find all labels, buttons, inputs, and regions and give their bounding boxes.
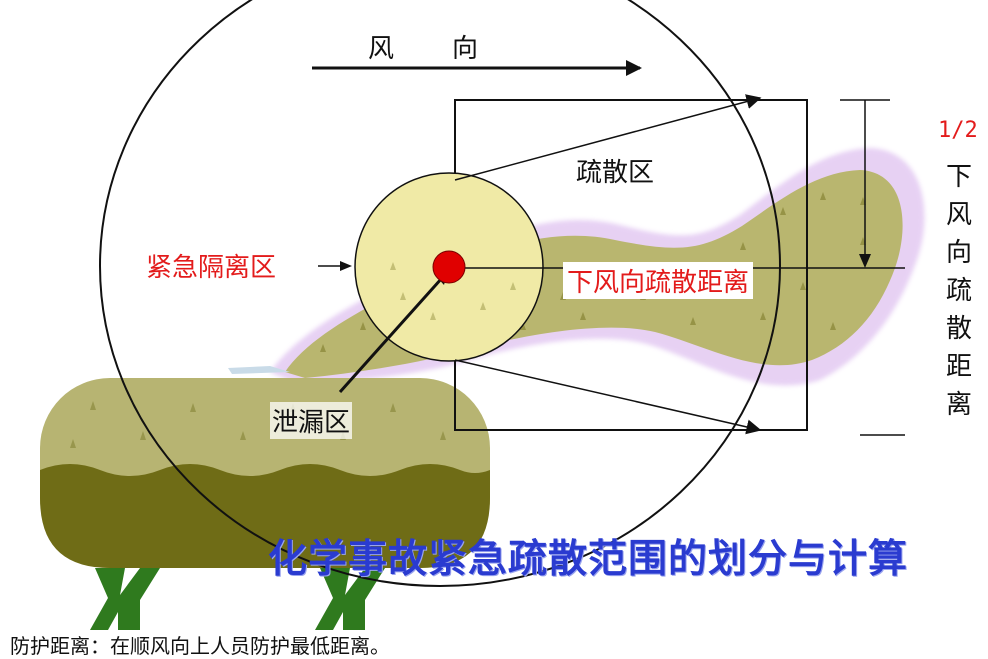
leak-zone-label: 泄漏区 xyxy=(270,402,353,439)
storage-tank xyxy=(40,378,490,568)
dimension-arrowhead xyxy=(859,254,871,268)
funnel-bottom-line xyxy=(454,359,762,435)
isolation-pointer-head xyxy=(340,261,352,271)
protection-circle xyxy=(99,0,781,587)
footnote: 防护距离：在顺风向上人员防护最低距离。 xyxy=(10,634,390,658)
side-char: 散 xyxy=(945,314,972,344)
half-ratio-label: 1/2 xyxy=(938,118,978,143)
diagram-title: 化学事故紧急疏散范围的划分与计算 xyxy=(268,537,909,582)
side-char: 向 xyxy=(945,238,972,268)
side-char: 下 xyxy=(945,162,972,192)
funnel-top-line xyxy=(454,94,762,181)
leak-pointer xyxy=(338,276,444,394)
wind-direction-label: 风向 xyxy=(368,34,481,64)
side-char: 疏 xyxy=(945,276,972,306)
side-char: 风 xyxy=(945,200,972,230)
isolation-texture xyxy=(390,262,516,320)
side-char: 距 xyxy=(945,352,972,382)
tank-legs xyxy=(90,568,385,630)
evacuation-zone-label: 疏散区 xyxy=(576,158,655,188)
wind-arrowhead xyxy=(626,60,642,76)
side-char: 离 xyxy=(945,390,972,420)
leak-point xyxy=(432,250,466,284)
puddle xyxy=(228,366,290,374)
downwind-distance-label: 下风向疏散距离 xyxy=(563,262,754,299)
isolation-zone-label: 紧急隔离区 xyxy=(146,253,277,283)
side-vertical-label: 下 风 向 疏 散 距 离 xyxy=(944,158,974,424)
